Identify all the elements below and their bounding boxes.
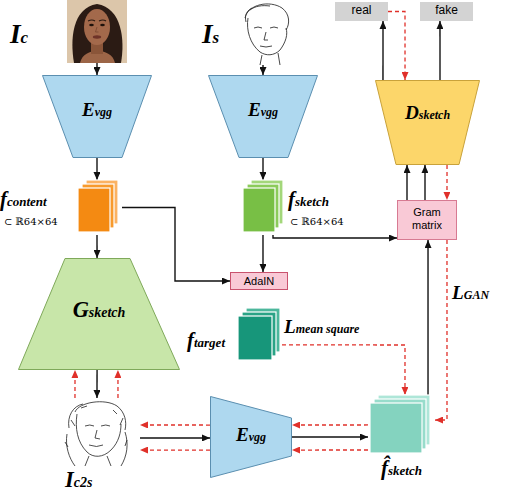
face-photo (67, 0, 127, 63)
feature-label: fcontent (0, 188, 47, 211)
flow-arrow (273, 235, 397, 238)
encoder-shape: Evgg (42, 75, 152, 158)
face (84, 9, 110, 45)
flow-arrow (96, 370, 97, 398)
feature-label: fsketch (288, 188, 329, 211)
output-box: real (335, 2, 388, 21)
flow-arrow (382, 21, 383, 80)
feature-stack: ftarget (185, 305, 282, 362)
sketch-stroke (69, 404, 83, 428)
encoder-label: Evgg (208, 99, 318, 120)
feature-size: ⊂ ℝ64×64 (4, 216, 58, 227)
output-box: fake (420, 2, 473, 21)
sketch-stroke (65, 406, 127, 447)
flow-arrow (427, 240, 428, 395)
loss-arrow (140, 424, 210, 425)
flow-arrow (262, 235, 263, 272)
feature-label: f̂sketch (368, 457, 435, 480)
feature-stack: fcontent ⊂ ℝ64×64 (0, 180, 122, 235)
flow-arrow (96, 158, 97, 180)
trapezoid-outline (43, 76, 152, 158)
adain-box: AdaIN (230, 272, 288, 290)
feature-stack: fsketch ⊂ ℝ64×64 (240, 180, 350, 235)
box-label: real (335, 4, 388, 17)
flow-arrow (96, 63, 97, 75)
feature-sheet (243, 188, 275, 232)
loss-arrow (140, 449, 210, 450)
image-label: Is (202, 20, 219, 50)
feature-sheet (370, 403, 422, 453)
output-sketch (65, 402, 127, 466)
loss-arrow (388, 12, 405, 81)
flow-arrow (140, 437, 210, 438)
feature-label: ftarget (187, 329, 225, 352)
photo-backdrop (67, 0, 127, 63)
flow-arrow (424, 165, 425, 200)
flow-arrow (262, 65, 263, 75)
encoder-label: Evgg (210, 424, 292, 445)
discriminator-shape: Dsketch (375, 80, 480, 165)
flow-arrow (406, 165, 407, 200)
sketch-stroke (75, 402, 126, 430)
flow-arrow (122, 208, 230, 282)
brows (88, 20, 106, 21)
flow-arrow (439, 21, 440, 80)
gram-box: Gram matrix (397, 200, 457, 240)
image-label: Ic2s (65, 468, 92, 493)
image-node: Ic2s (55, 398, 140, 494)
generator-shape: Gsketch (18, 258, 180, 370)
feature-sheet (238, 316, 272, 360)
node-shape (375, 80, 480, 165)
node-shape (185, 305, 282, 362)
sketch-stroke (260, 53, 280, 65)
style-sketch (245, 4, 289, 65)
sketch-stroke (254, 27, 278, 28)
loss-arrow (435, 240, 447, 420)
trapezoid-outline (211, 397, 292, 478)
flow-arrow (262, 158, 263, 180)
loss-label: LGAN (452, 282, 489, 303)
shape-label: Dsketch (375, 102, 480, 123)
encoder-shape: Evgg (208, 75, 318, 158)
shape-label: Gsketch (18, 298, 180, 323)
loss-arrow (292, 449, 368, 450)
feature-sheet (78, 188, 110, 232)
image-label: Ic (10, 20, 28, 50)
sketch-stroke (85, 425, 110, 447)
eye (89, 24, 94, 26)
loss-arrow (117, 370, 118, 398)
sketch-stroke (66, 432, 127, 466)
box-label: Gram matrix (404, 206, 450, 232)
feature-size: ⊂ ℝ64×64 (290, 216, 344, 227)
eye (100, 24, 105, 26)
encoder-label: Evgg (42, 99, 152, 120)
sketch-stroke (248, 18, 287, 55)
loss-arrow (292, 424, 368, 425)
nose (96, 27, 99, 32)
trapezoid-outline (376, 81, 480, 165)
sketch-stroke (245, 4, 289, 30)
flow-arrow (292, 436, 368, 437)
sketch-stroke (245, 6, 270, 22)
flow-arrow (96, 235, 97, 258)
trapezoid-outline (209, 76, 318, 158)
loss-arrow (282, 345, 405, 395)
box-label: AdaIN (231, 274, 287, 288)
image-node: Is (200, 0, 300, 65)
trapezoid-outline (19, 259, 180, 370)
loss-label: Lmean square (284, 316, 359, 337)
image-node: Ic (10, 0, 130, 63)
sketch-stroke (260, 32, 272, 47)
loss-arrow (74, 370, 75, 398)
encoder-shape: Evgg (210, 396, 292, 478)
hair (72, 4, 122, 63)
feature-stack: f̂sketch (368, 395, 435, 492)
loss-arrow (446, 165, 447, 200)
box-label: fake (420, 4, 473, 17)
lips (93, 35, 101, 38)
sketch-stroke (76, 414, 121, 456)
